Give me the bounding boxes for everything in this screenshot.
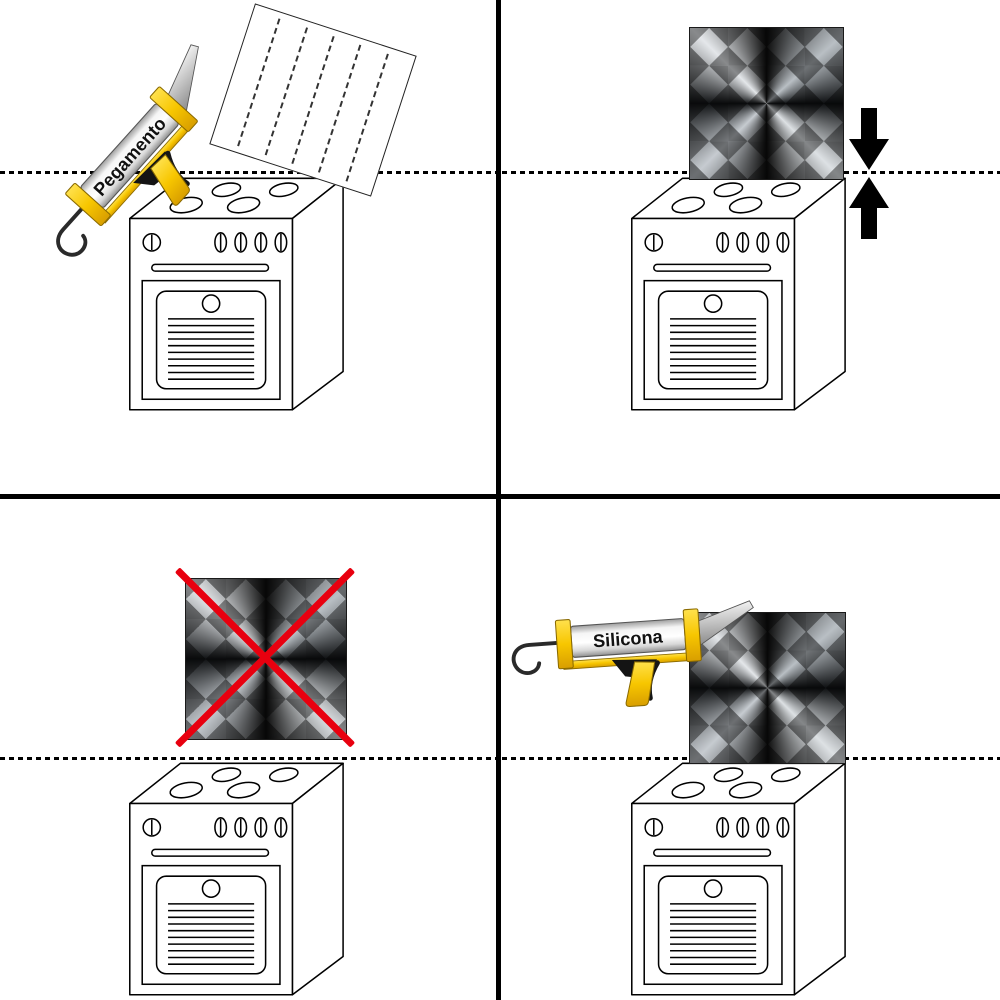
- stove-illustration: [627, 760, 847, 1000]
- metal-backsplash-panel: [689, 27, 844, 180]
- arrow-up-icon: [849, 177, 889, 239]
- dashed-wall-line: [0, 171, 497, 174]
- silicone-tube-label: Silicona: [592, 626, 664, 651]
- stove-illustration: [125, 760, 345, 1000]
- grid-divider-vertical: [496, 0, 501, 1000]
- metal-backsplash-panel: [689, 612, 846, 764]
- caulking-gun-illustration: Silicona: [498, 575, 766, 723]
- caulking-gun-illustration: Pegamento: [5, 21, 276, 301]
- arrow-down-icon: [849, 108, 889, 170]
- step-wrong-placement: [0, 499, 497, 1000]
- step-apply-silicone: Silicona: [502, 499, 1000, 1000]
- step-apply-adhesive: Pegamento: [0, 0, 497, 494]
- stove-illustration: [627, 175, 847, 415]
- dashed-wall-line: [0, 757, 497, 760]
- grid-divider-horizontal: [0, 494, 1000, 499]
- step-press-panel: [502, 0, 1000, 494]
